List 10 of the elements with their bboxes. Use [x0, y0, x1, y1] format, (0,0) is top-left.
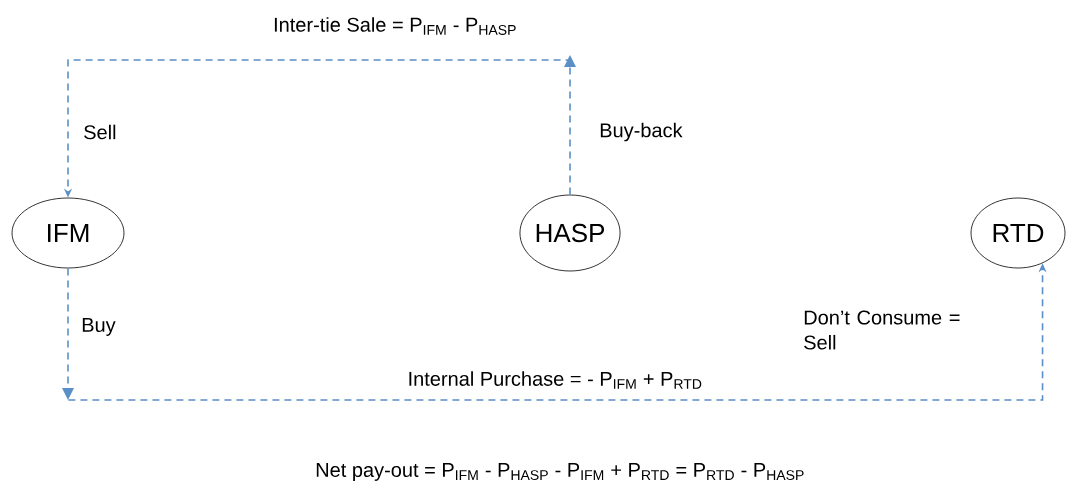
ellipse-node: RTD: [970, 197, 1066, 269]
text-label: Don’t Consume = Sell: [804, 310, 960, 350]
text-label: Net pay-out = P$_{IFM}$ - P$_{HASP}$ - P$_{IFM}$ + P$_{RTD}$ = P$_{RTD}$ - P$_{HASP}$: [316, 463, 804, 481]
text-label: Buy: [82, 318, 116, 336]
ellipse-node: IFM: [11, 197, 125, 269]
ellipse-node: HASP: [519, 194, 621, 272]
text-label: Sell: [84, 124, 116, 140]
edge-label: Inter-tie Sale = P$_{IFM}$ - P$_{HASP}$: [274, 17, 516, 35]
edge-label: Internal Purchase = - P$_{IFM}$ + P$_{RTD}$: [409, 371, 702, 389]
text-label: Buy-back: [600, 122, 683, 142]
